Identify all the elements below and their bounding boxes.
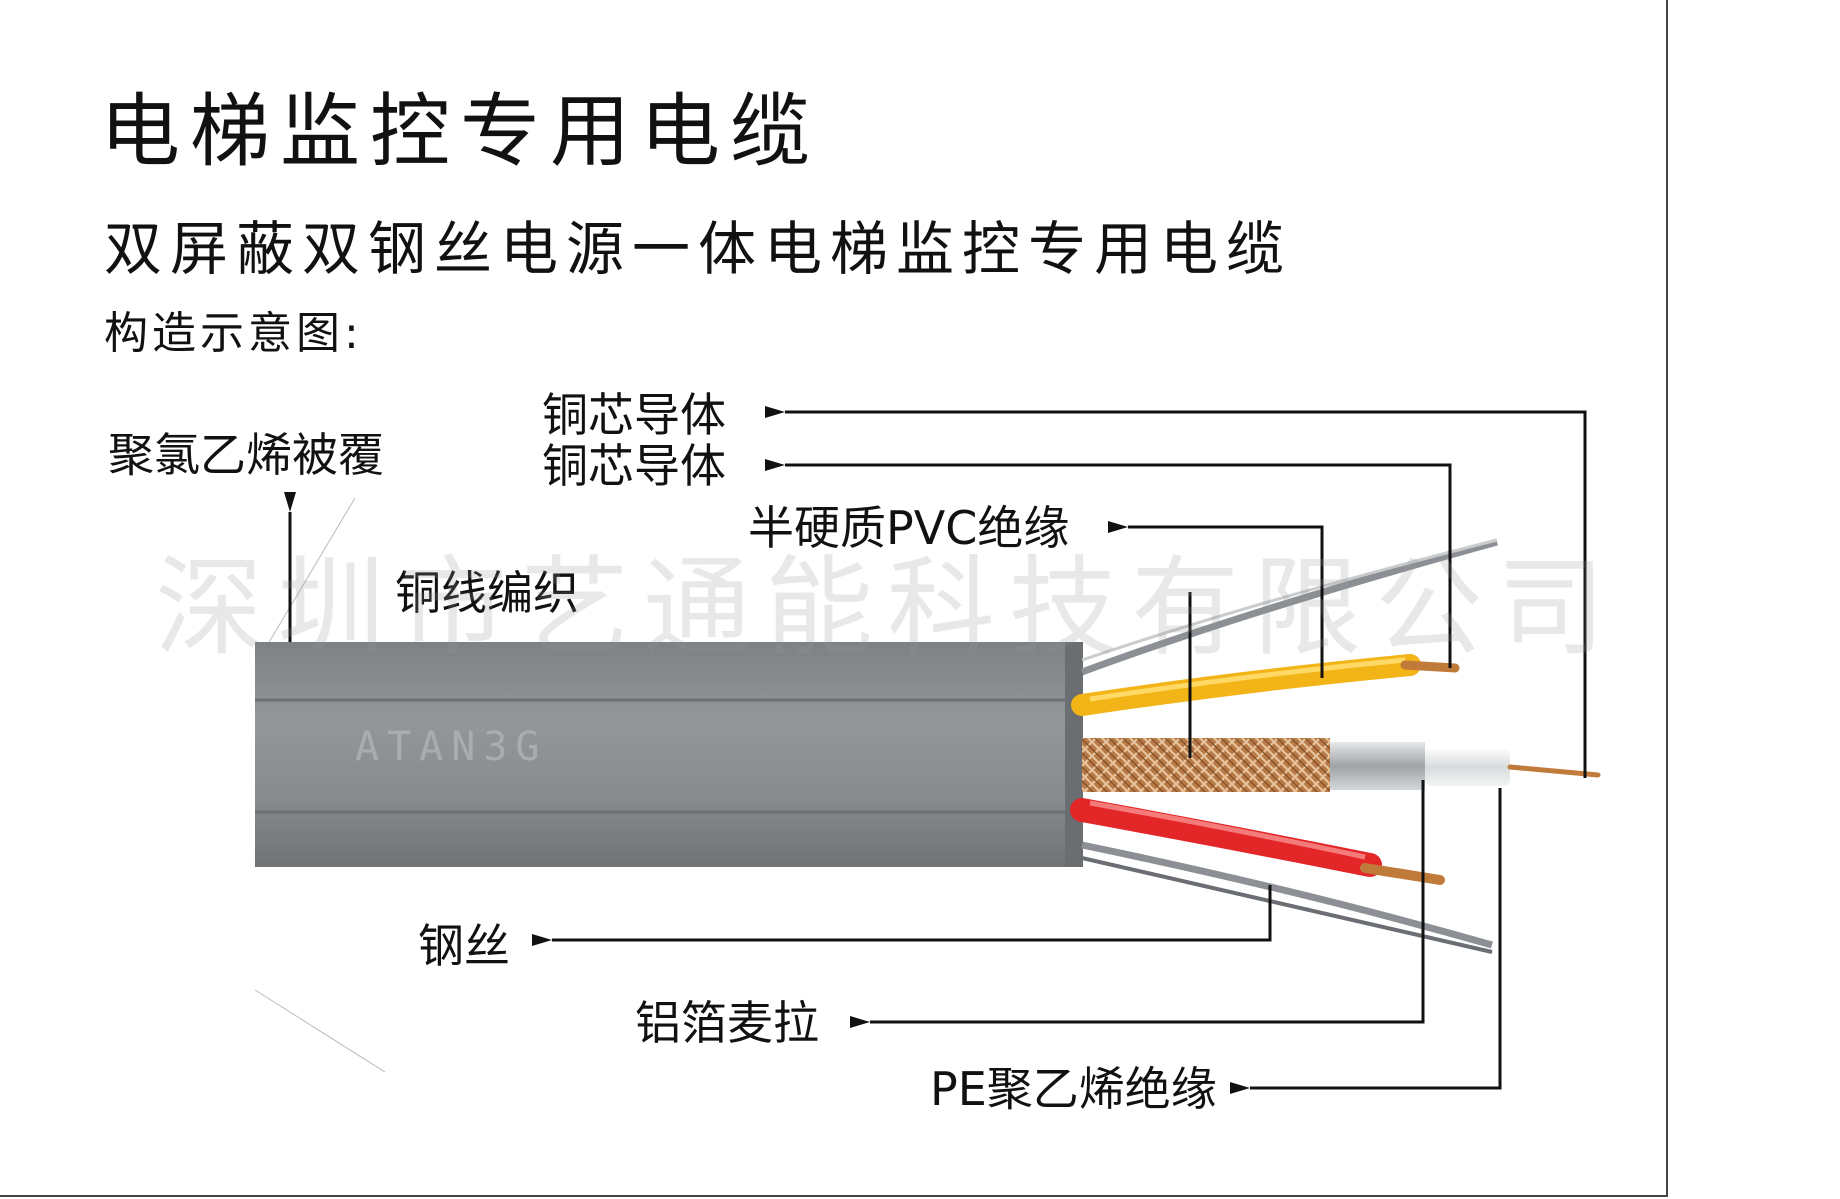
- label-aluminum-foil: 铝箔麦拉: [635, 996, 819, 1050]
- steel-wire-bottom: [1081, 841, 1493, 949]
- label-pvc-sheath: 聚氯乙烯被覆: [108, 428, 384, 482]
- diagram-caption: 构造示意图:: [104, 308, 363, 359]
- leader-semi-rigid-pvc: [1108, 521, 1324, 678]
- decor-line: [261, 497, 356, 655]
- copper-braid: [1082, 738, 1330, 792]
- page-title: 电梯监控专用电缆: [100, 85, 820, 178]
- label-steel-wire: 钢丝: [418, 919, 510, 973]
- yellow-wire-core: [1400, 660, 1460, 673]
- label-copper-core-2: 铜芯导体: [542, 439, 726, 493]
- red-wire-shine: [1089, 800, 1366, 860]
- image-frame: [0, 0, 1668, 1197]
- leader-aluminum-foil: [850, 780, 1425, 1028]
- center-conductor: [1507, 764, 1601, 778]
- leader-copper-core-2: [765, 459, 1452, 668]
- leader-copper-core-1: [765, 406, 1587, 778]
- pe-insulation: [1425, 748, 1510, 786]
- pvc-sheath: [255, 642, 1080, 867]
- red-wire-core: [1360, 863, 1445, 885]
- yellow-wire-shine: [1089, 657, 1406, 702]
- aluminum-foil: [1330, 742, 1425, 790]
- steel-wire-top: [1080, 538, 1498, 676]
- page-subtitle: 双屏蔽双钢丝电源一体电梯监控专用电缆: [104, 215, 1293, 283]
- leader-steel-wire: [532, 885, 1272, 946]
- steel-wire-bottom-alt: [1081, 856, 1493, 954]
- yellow-wire: [1071, 654, 1421, 716]
- steel-wire-top-alt: [1081, 538, 1498, 662]
- decor-line: [254, 989, 386, 1073]
- label-copper-braid: 铜线编织: [395, 566, 579, 620]
- red-wire: [1070, 798, 1382, 877]
- label-copper-core-1: 铜芯导体: [542, 388, 726, 442]
- sheath-print: ATAN3G: [355, 724, 548, 770]
- sheath-end: [1065, 642, 1083, 867]
- label-pe-insulation: PE聚乙烯绝缘: [930, 1062, 1217, 1116]
- label-semi-rigid-pvc: 半硬质PVC绝缘: [748, 501, 1070, 555]
